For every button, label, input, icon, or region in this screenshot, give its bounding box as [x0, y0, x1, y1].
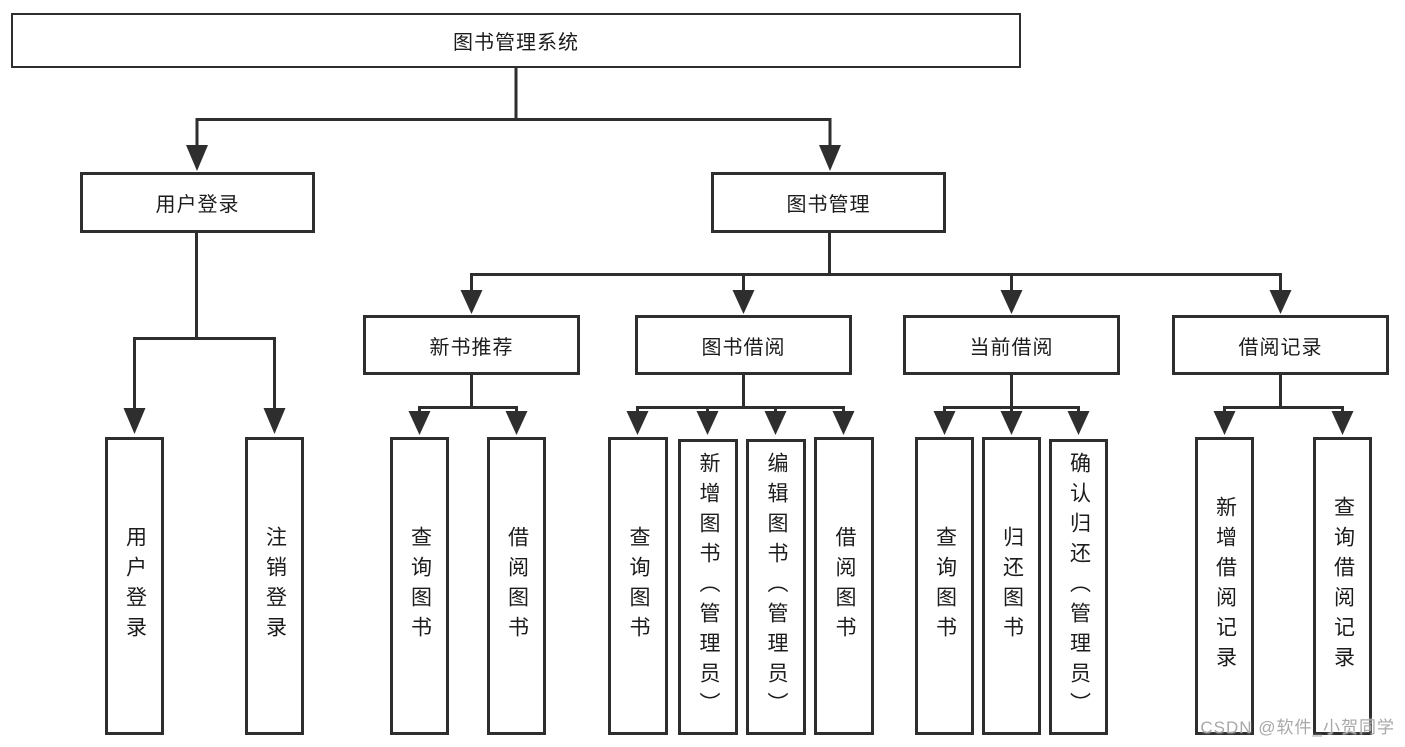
- connector-book-borrow: [626, 375, 855, 435]
- leaf-edit-books-admin: 编辑图书（管理员）: [746, 439, 806, 735]
- node-root: 图书管理系统: [11, 13, 1021, 68]
- node-borrow-records: 借阅记录: [1172, 315, 1389, 375]
- connector-new-book-recommend: [408, 375, 528, 435]
- leaf-logout: 注销登录: [245, 437, 304, 735]
- connector-user-login: [123, 233, 286, 434]
- node-user-login: 用户登录: [80, 172, 315, 233]
- leaf-query-books-recommend: 查询图书: [390, 437, 449, 735]
- connector-book-management: [460, 233, 1292, 314]
- leaf-confirm-return-admin: 确认归还（管理员）: [1049, 439, 1108, 735]
- leaf-return-books: 归还图书: [982, 437, 1041, 735]
- leaf-user-login: 用户登录: [105, 437, 164, 735]
- node-book-management: 图书管理: [711, 172, 946, 233]
- connector-borrow-records: [1213, 375, 1354, 435]
- node-book-borrow: 图书借阅: [635, 315, 852, 375]
- leaf-borrow-books-recommend: 借阅图书: [487, 437, 546, 735]
- node-current-borrow: 当前借阅: [903, 315, 1120, 375]
- node-new-book-recommend: 新书推荐: [363, 315, 580, 375]
- connector-current-borrow: [933, 375, 1090, 435]
- connector-root: [186, 68, 841, 171]
- leaf-query-books-borrow: 查询图书: [608, 437, 668, 735]
- watermark: CSDN @软件_小贺同学: [1200, 718, 1395, 737]
- leaf-add-borrow-record: 新增借阅记录: [1195, 437, 1254, 735]
- leaf-query-borrow-record: 查询借阅记录: [1313, 437, 1372, 735]
- leaf-query-books-current: 查询图书: [915, 437, 974, 735]
- leaf-add-books-admin: 新增图书（管理员）: [678, 439, 738, 735]
- leaf-borrow-books-borrow: 借阅图书: [814, 437, 874, 735]
